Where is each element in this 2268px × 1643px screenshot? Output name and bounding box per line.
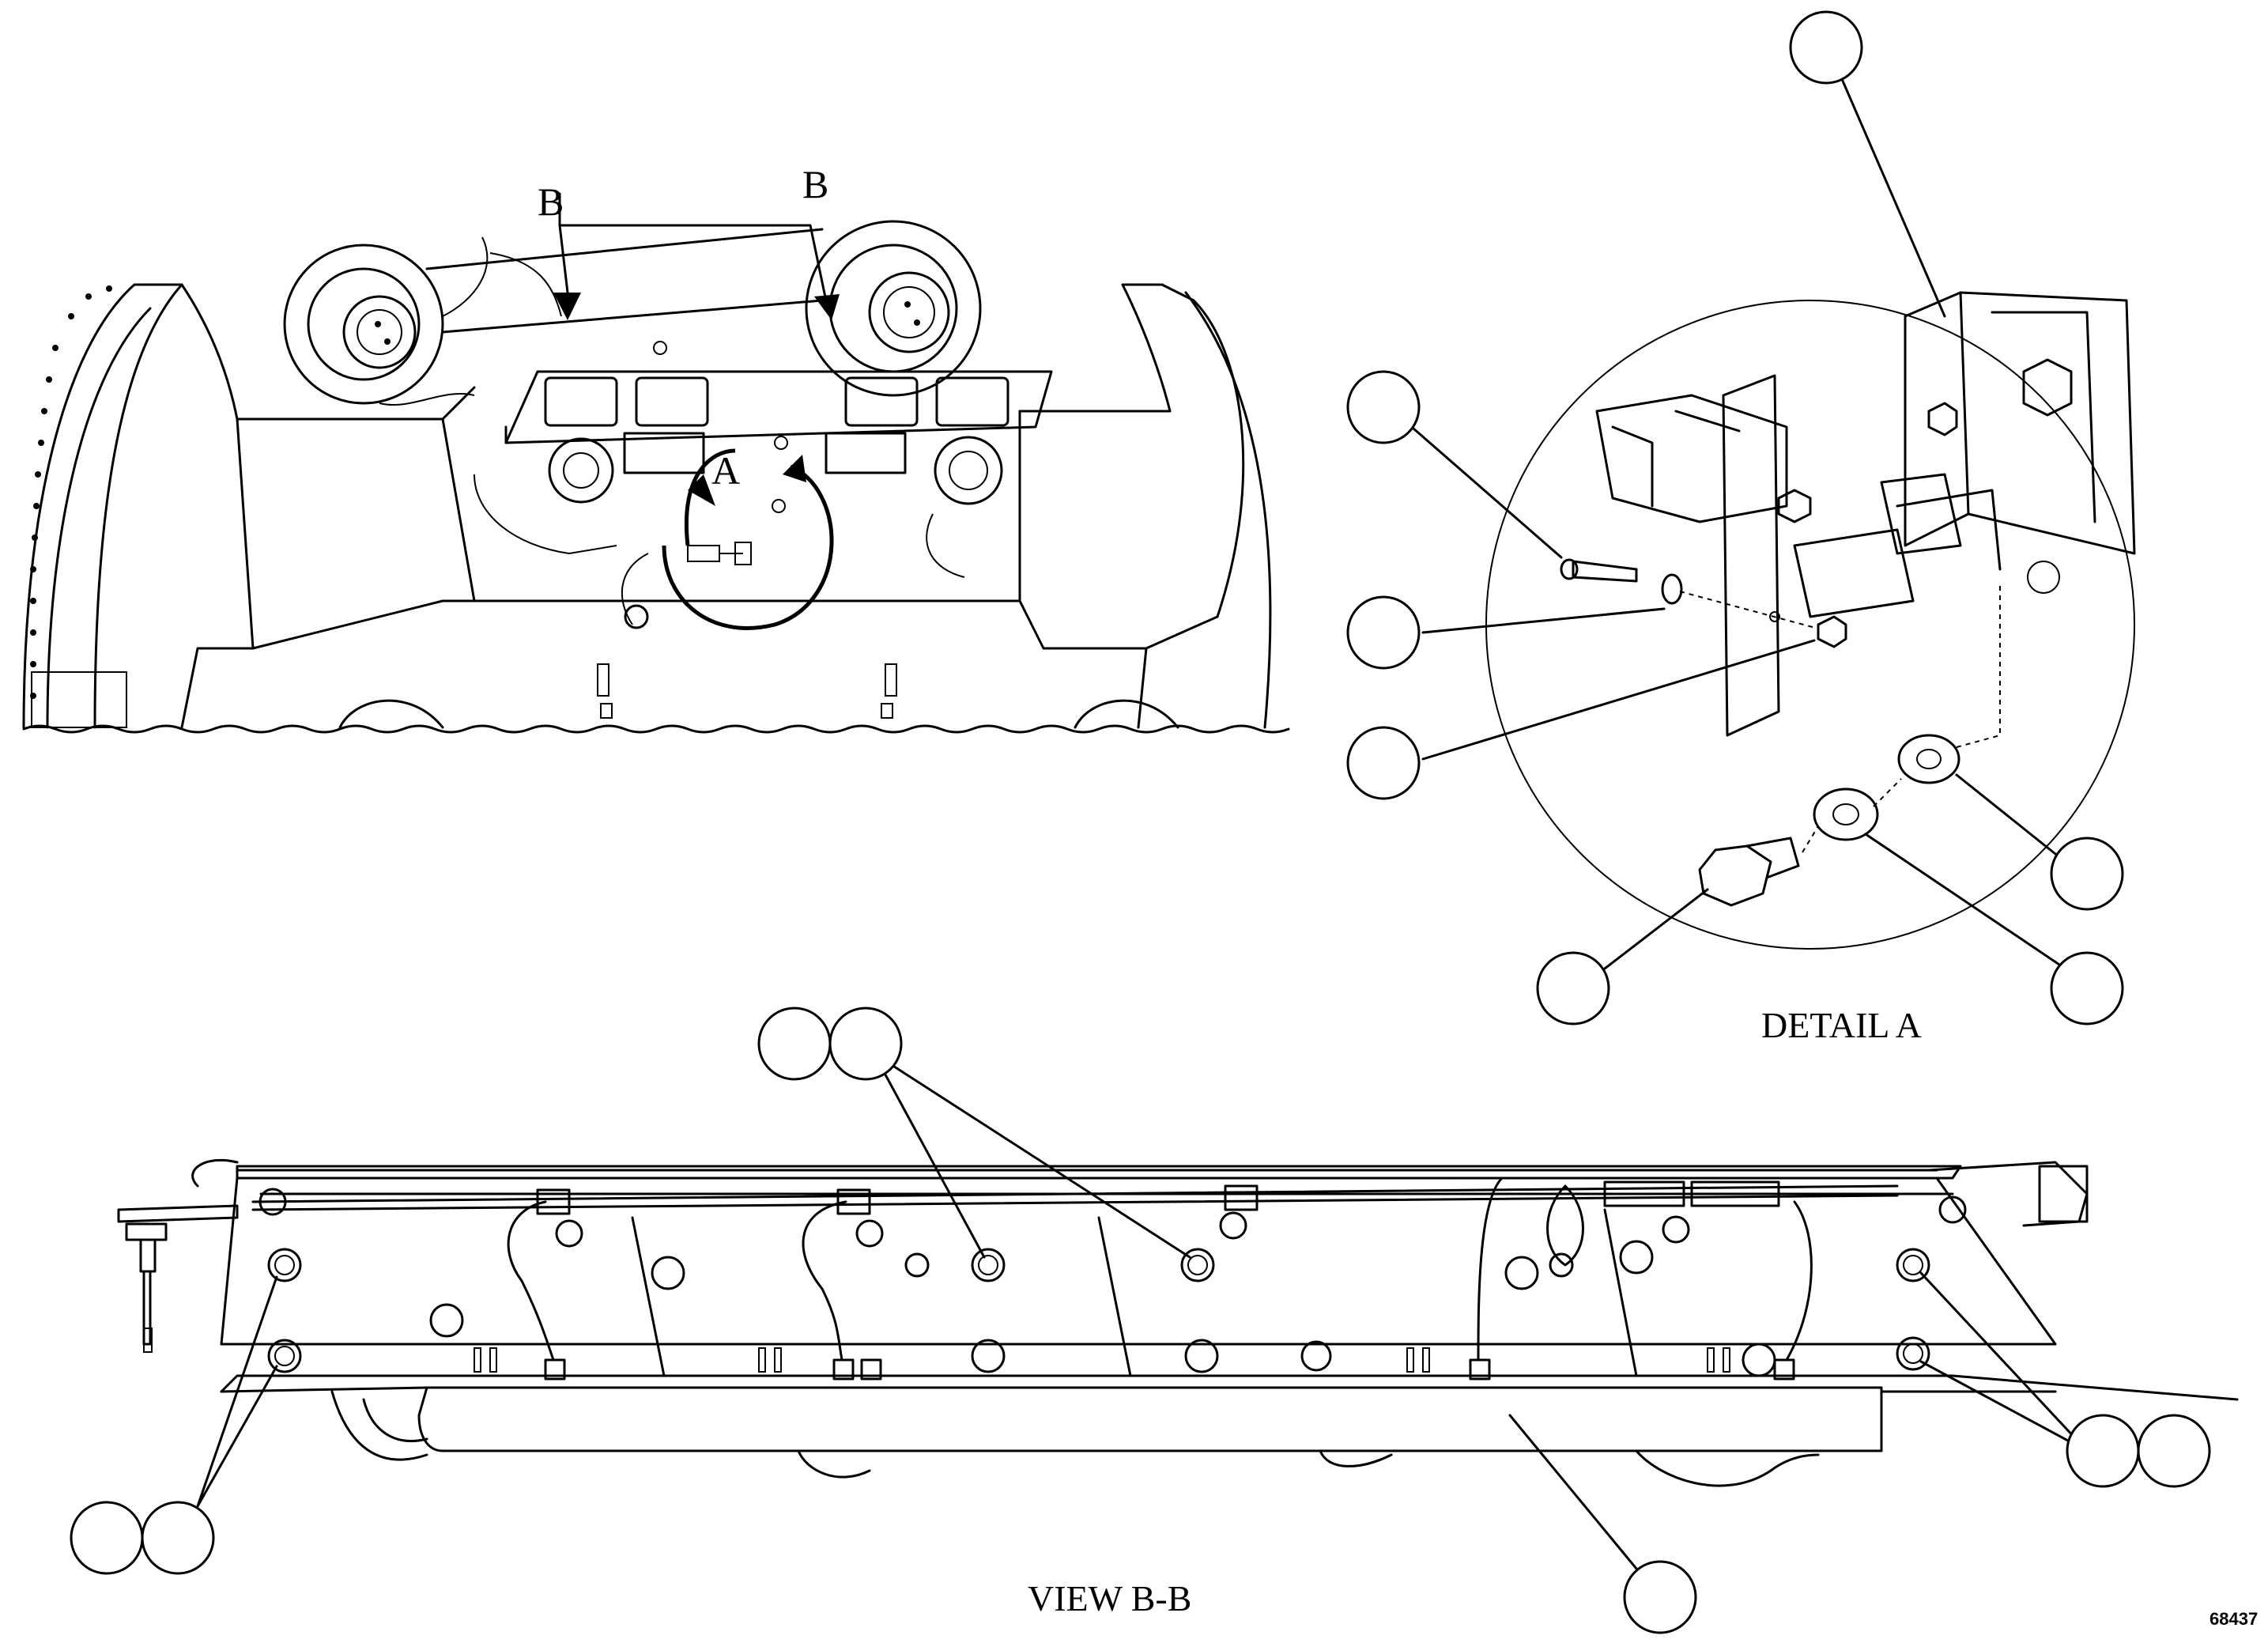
detail-a-title: DETAIL A bbox=[1761, 1005, 1922, 1045]
callout-bubble bbox=[1346, 370, 1421, 444]
callout-bubble bbox=[1346, 595, 1421, 670]
detail-a-callout: A bbox=[711, 448, 740, 493]
right-horn bbox=[934, 436, 1003, 505]
left-roller bbox=[283, 244, 444, 405]
fender-holes bbox=[30, 285, 112, 699]
callout-bubble bbox=[1789, 10, 1863, 85]
callout-bubble bbox=[141, 1501, 215, 1575]
figure-number: 68437 bbox=[2210, 1609, 2258, 1629]
top-left-assembly-view: A B B bbox=[22, 162, 1290, 734]
callout-bubble bbox=[757, 1007, 832, 1081]
callout-bubble bbox=[2137, 1414, 2211, 1488]
view-b-b-title: VIEW B-B bbox=[1028, 1578, 1191, 1618]
callout-bubble bbox=[1536, 951, 1610, 1025]
left-horn bbox=[548, 437, 614, 504]
callout-bubble bbox=[2050, 837, 2124, 911]
callout-bubble bbox=[70, 1501, 144, 1575]
section-b-label-right: B bbox=[802, 162, 828, 206]
studs bbox=[474, 1347, 1795, 1380]
callout-bubble bbox=[2066, 1414, 2140, 1488]
detail-a-boundary bbox=[1485, 300, 2135, 950]
callout-bubble bbox=[1346, 726, 1421, 800]
detail-a: DETAIL A bbox=[1346, 10, 2136, 1045]
callout-bubble bbox=[2050, 951, 2124, 1025]
view-b-b: VIEW B-B bbox=[70, 1007, 2239, 1634]
callout-bubble bbox=[1623, 1560, 1697, 1634]
callout-bubble bbox=[828, 1007, 903, 1081]
section-b-label-left: B bbox=[538, 179, 564, 224]
